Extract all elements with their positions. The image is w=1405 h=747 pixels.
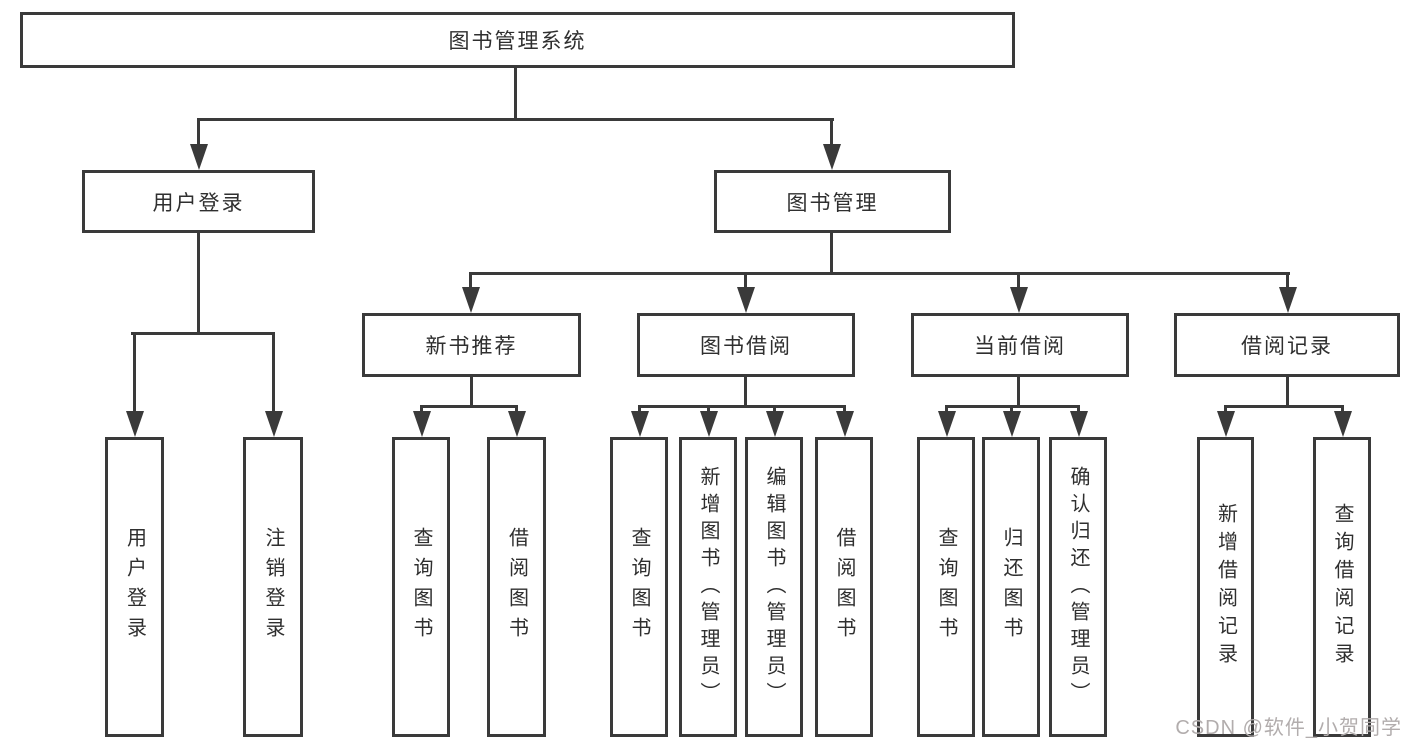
node-user-login: 用户登录 xyxy=(82,170,315,233)
connector-borrow-records-rail xyxy=(1224,405,1344,408)
leaf-return-books: 归还图书 xyxy=(982,437,1040,737)
arrow-to-leaf-query-books-current xyxy=(945,405,948,411)
arrow-to-leaf-query-borrow-record xyxy=(1341,405,1344,411)
leaf-borrow-books-recommend: 借阅图书 xyxy=(487,437,546,737)
leaf-query-borrow-record-label: 查询借阅记录 xyxy=(1331,503,1353,671)
node-book-management: 图书管理 xyxy=(714,170,951,233)
arrow-to-book-borrow xyxy=(744,272,747,287)
leaf-query-books-borrow: 查询图书 xyxy=(610,437,668,737)
node-root: 图书管理系统 xyxy=(20,12,1015,68)
leaf-borrow-books-label: 借阅图书 xyxy=(833,527,855,647)
leaf-add-books-admin: 新增图书（管理员） xyxy=(679,437,737,737)
connector-root-stem xyxy=(514,65,517,120)
node-book-borrow: 图书借阅 xyxy=(637,313,855,377)
leaf-edit-books-admin: 编辑图书（管理员） xyxy=(745,437,803,737)
arrow-to-leaf-edit-books-admin xyxy=(773,405,776,411)
leaf-query-books-recommend: 查询图书 xyxy=(392,437,450,737)
leaf-user-login-label: 用户登录 xyxy=(123,527,146,647)
leaf-user-login: 用户登录 xyxy=(105,437,164,737)
arrow-to-current-borrow xyxy=(1017,272,1020,287)
leaf-return-books-label: 归还图书 xyxy=(1000,527,1022,647)
leaf-add-books-admin-label: 新增图书（管理员） xyxy=(697,465,719,709)
leaf-add-borrow-record: 新增借阅记录 xyxy=(1197,437,1254,737)
connector-user-login-stem xyxy=(197,230,200,334)
arrow-to-book-management xyxy=(830,118,833,144)
connector-new-book-recommend-stem xyxy=(470,374,473,407)
connector-borrow-records-stem xyxy=(1286,374,1289,407)
arrow-to-leaf-borrow-books xyxy=(843,405,846,411)
node-new-book-recommend: 新书推荐 xyxy=(362,313,581,377)
leaf-edit-books-admin-label: 编辑图书（管理员） xyxy=(763,465,785,709)
node-current-borrow-label: 当前借阅 xyxy=(974,335,1066,358)
leaf-query-books-current-label: 查询图书 xyxy=(935,527,957,647)
node-book-management-label: 图书管理 xyxy=(786,191,879,215)
leaf-logout: 注销登录 xyxy=(243,437,303,737)
connector-new-book-recommend-rail xyxy=(420,405,518,408)
node-user-login-label: 用户登录 xyxy=(152,191,245,215)
node-root-label: 图书管理系统 xyxy=(448,30,587,53)
connector-current-borrow-stem xyxy=(1017,374,1020,407)
arrow-to-leaf-query-books-recommend xyxy=(420,405,423,411)
arrow-to-leaf-add-borrow-record xyxy=(1224,405,1227,411)
leaf-confirm-return-admin-label: 确认归还（管理员） xyxy=(1067,465,1089,709)
node-current-borrow: 当前借阅 xyxy=(911,313,1129,377)
leaf-query-books-current: 查询图书 xyxy=(917,437,975,737)
node-book-borrow-label: 图书借阅 xyxy=(700,335,792,358)
leaf-query-borrow-record: 查询借阅记录 xyxy=(1313,437,1371,737)
connector-root-rail xyxy=(197,118,834,121)
arrow-to-new-book-recommend xyxy=(469,272,472,287)
node-borrow-records: 借阅记录 xyxy=(1174,313,1400,377)
arrow-to-leaf-query-books-borrow xyxy=(638,405,641,411)
leaf-borrow-books: 借阅图书 xyxy=(815,437,873,737)
connector-book-borrow-rail xyxy=(638,405,846,408)
arrow-to-leaf-user-login xyxy=(133,332,136,411)
arrow-to-leaf-return-books xyxy=(1010,405,1013,411)
leaf-borrow-books-recommend-label: 借阅图书 xyxy=(505,527,528,647)
arrow-to-borrow-records xyxy=(1286,272,1289,287)
connector-book-borrow-stem xyxy=(744,374,747,407)
leaf-logout-label: 注销登录 xyxy=(262,527,284,647)
node-borrow-records-label: 借阅记录 xyxy=(1241,335,1333,358)
arrow-to-leaf-add-books-admin xyxy=(707,405,710,411)
connector-user-login-rail xyxy=(131,332,275,335)
node-new-book-recommend-label: 新书推荐 xyxy=(425,335,518,358)
leaf-add-borrow-record-label: 新增借阅记录 xyxy=(1214,503,1237,671)
connector-book-management-rail xyxy=(469,272,1290,275)
arrow-to-leaf-borrow-books-recommend xyxy=(515,405,518,411)
arrow-to-leaf-logout xyxy=(272,332,275,411)
connector-book-management-stem xyxy=(830,230,833,274)
leaf-query-books-recommend-label: 查询图书 xyxy=(410,527,432,647)
csdn-watermark: CSDN @软件_小贺同学 xyxy=(1175,717,1402,739)
leaf-confirm-return-admin: 确认归还（管理员） xyxy=(1049,437,1107,737)
arrow-to-user-login xyxy=(197,118,200,144)
leaf-query-books-borrow-label: 查询图书 xyxy=(628,527,650,647)
arrow-to-leaf-confirm-return-admin xyxy=(1077,405,1080,411)
